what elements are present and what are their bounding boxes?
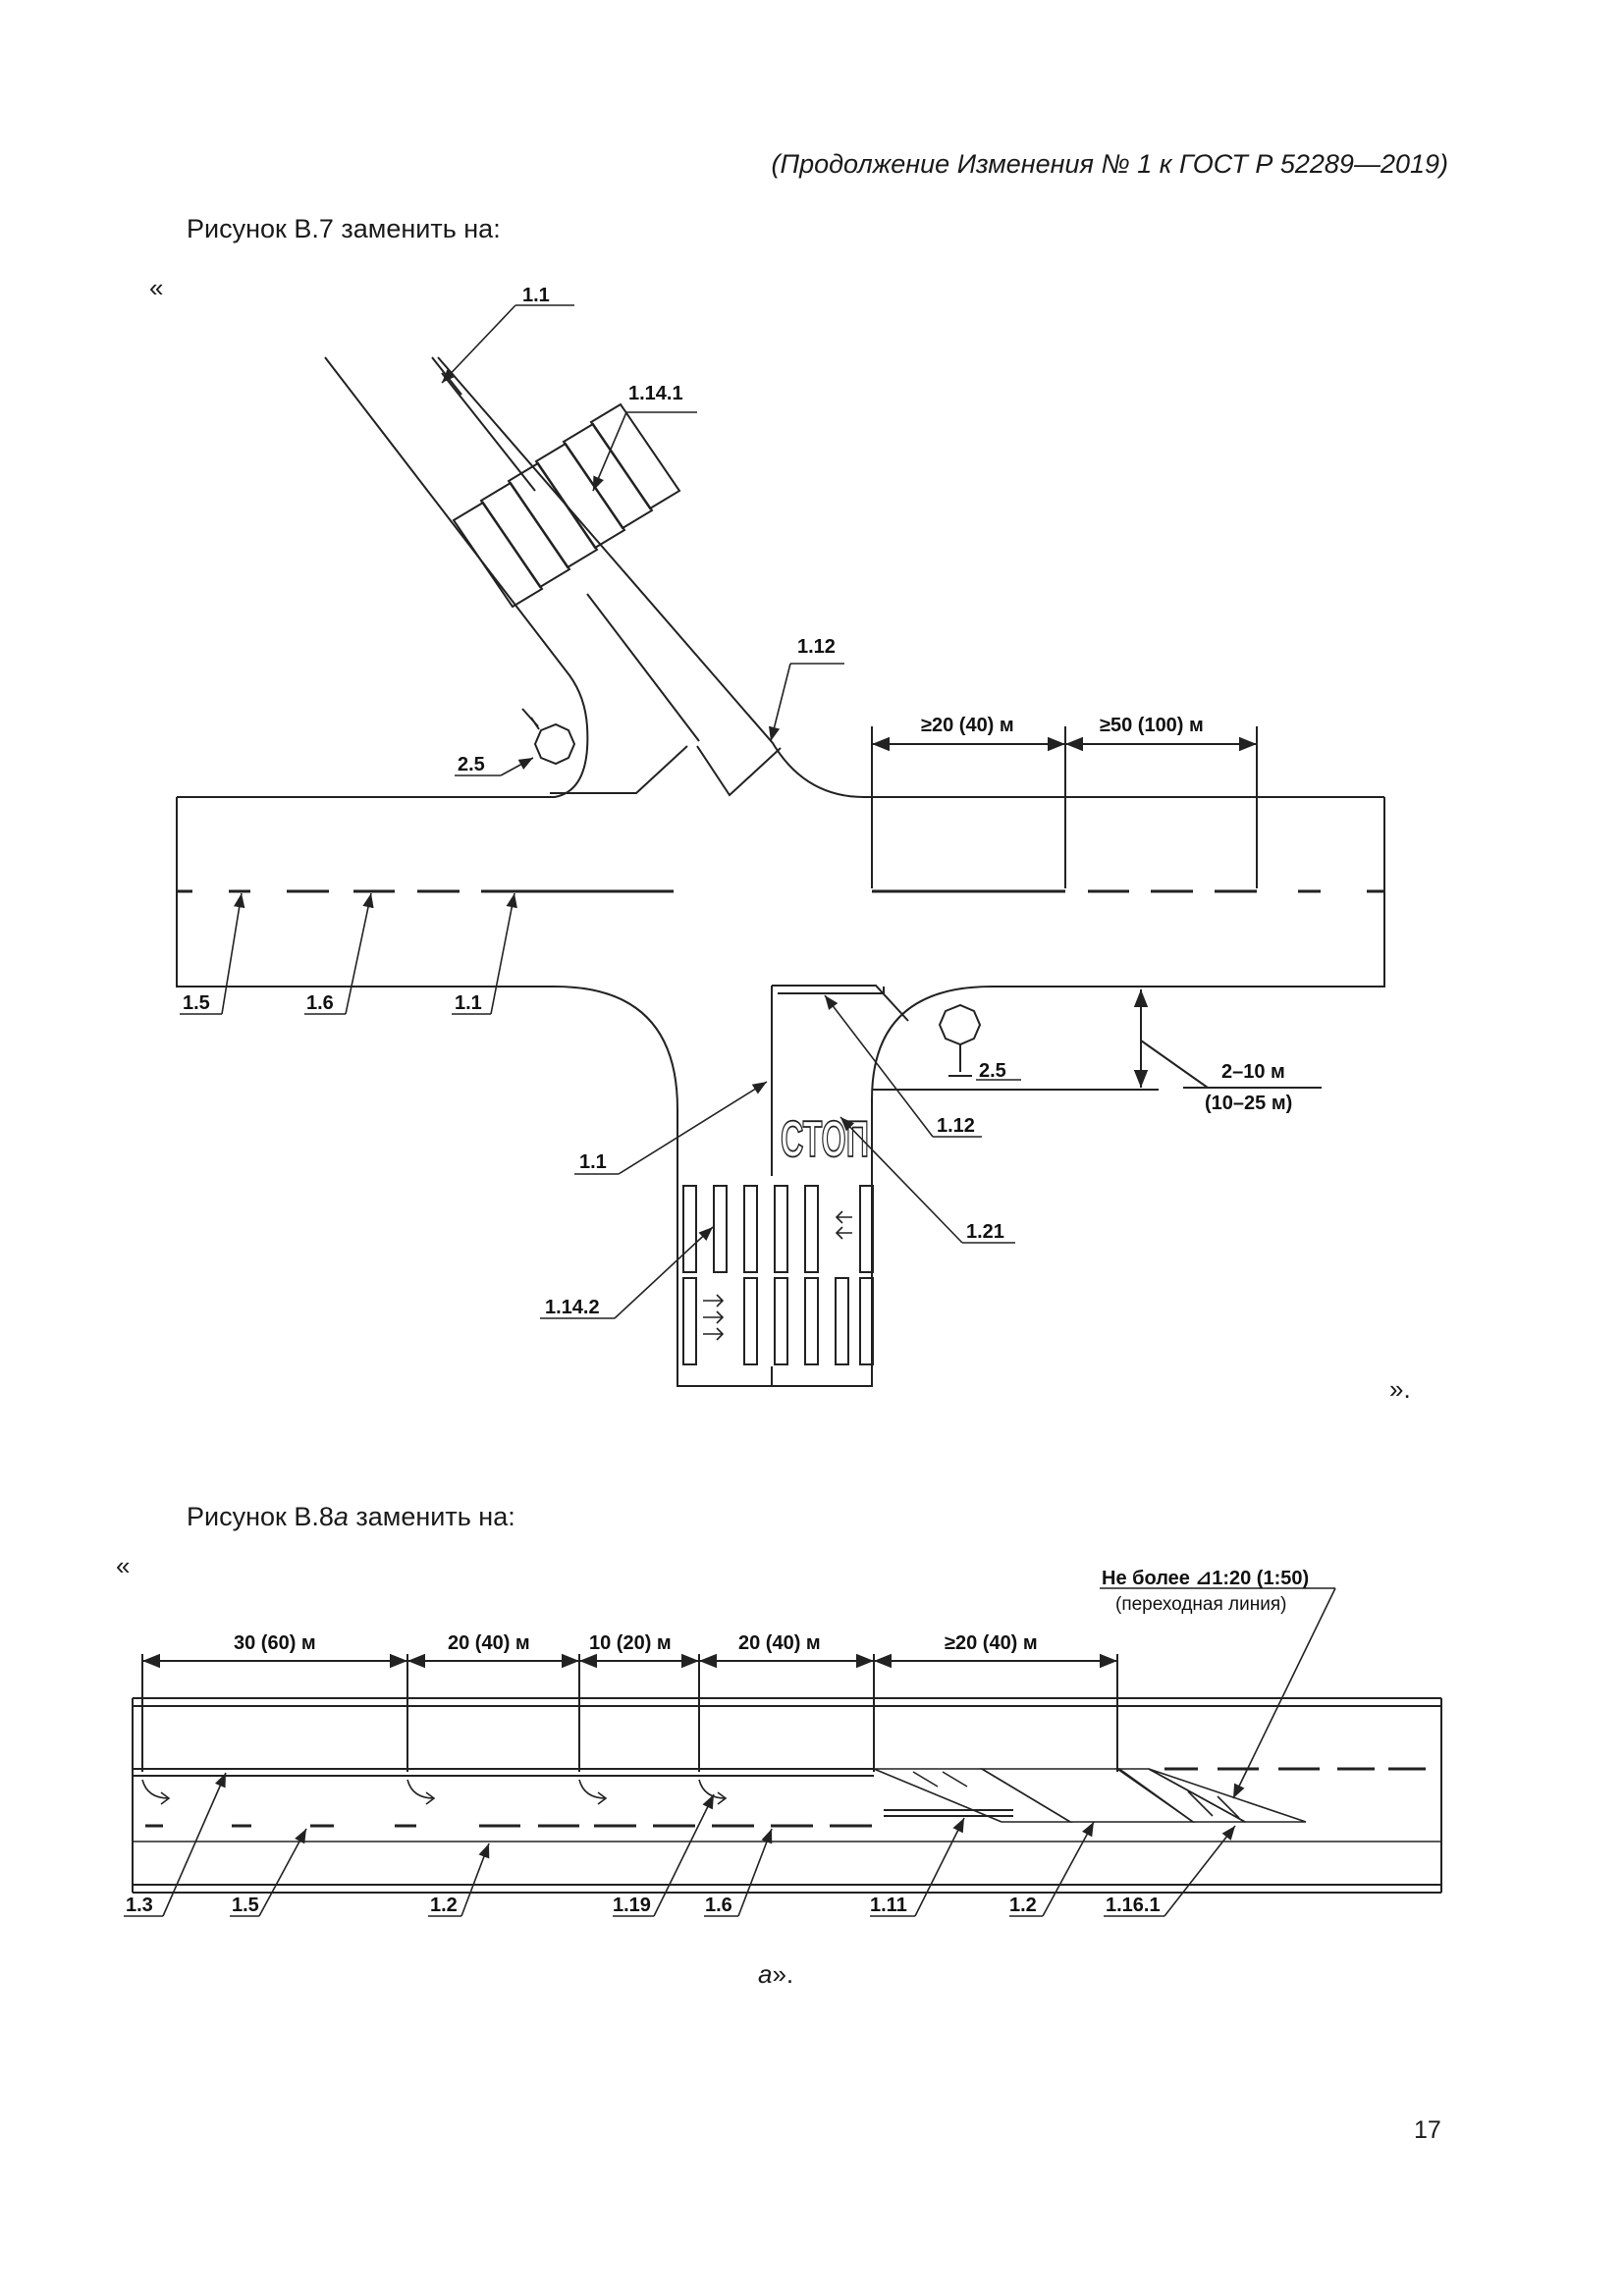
main-road-top-edge-right [437, 356, 1384, 798]
figure-b7-intersection-diagram: СТОП 1.1 1.14.1 1.12 2.5 ≥20 (40) м ≥50 … [176, 285, 1385, 1387]
label-1-3: 1.3 [126, 1895, 153, 1916]
label-1-1-mid: 1.1 [455, 992, 482, 1014]
zebra-1-14-1 [452, 402, 681, 609]
label-1-21: 1.21 [966, 1221, 1004, 1243]
label-2-5-right: 2.5 [979, 1060, 1006, 1082]
island-1-16-1 [873, 1768, 1307, 1823]
turn-arrows-1-19 [141, 1779, 728, 1805]
island-left [550, 745, 688, 794]
dimension-10-20: 10 (20) м [589, 1632, 672, 1654]
subcaption-suffix: ». [772, 1959, 794, 1989]
lane-dashes [145, 1767, 1426, 1828]
main-road-top-edge-left [177, 356, 589, 798]
label-1-12-low: 1.12 [937, 1115, 975, 1137]
label-1-5: 1.5 [183, 992, 210, 1014]
island-right [696, 745, 782, 797]
note-line-2: (переходная линия) [1115, 1594, 1286, 1615]
distance-2-10: 2–10 м [1221, 1061, 1285, 1083]
dimension-50-100: ≥50 (100) м [1100, 715, 1204, 736]
dimension-20-40-a: 20 (40) м [448, 1632, 530, 1654]
subcaption-italic: а [758, 1959, 773, 1989]
label-1-6: 1.6 [705, 1895, 732, 1916]
caption-suffix: заменить на: [348, 1502, 515, 1531]
zebra-arrows [703, 1210, 852, 1341]
dimension-30-60: 30 (60) м [234, 1632, 316, 1654]
label-2-5-left: 2.5 [458, 754, 485, 775]
label-1-14-1: 1.14.1 [628, 383, 683, 404]
label-1-12-top: 1.12 [797, 636, 836, 658]
distance-10-25: (10–25 м) [1205, 1093, 1292, 1114]
caption-prefix: Рисунок В.8 [187, 1502, 334, 1531]
stop-word-marking: СТОП [781, 1111, 869, 1168]
stop-sign-right [938, 1003, 982, 1077]
figure-b8a-subcaption: а». [758, 1959, 793, 1990]
label-1-14-2: 1.14.2 [545, 1297, 600, 1318]
label-1-1-top: 1.1 [522, 285, 550, 306]
figure-b8a-caption: Рисунок В.8а заменить на: [187, 1502, 515, 1532]
stop-sign-left [521, 708, 576, 766]
caption-italic: а [333, 1502, 349, 1531]
figure-b7-close-quote: ». [1389, 1374, 1411, 1404]
label-1-2-b: 1.2 [1009, 1895, 1037, 1916]
dimension-ge-20-40: ≥20 (40) м [945, 1632, 1038, 1654]
dimension-20-40-b: 20 (40) м [738, 1632, 821, 1654]
label-1-1-low: 1.1 [579, 1151, 607, 1173]
figure-b7-caption: Рисунок В.7 заменить на: [187, 214, 501, 243]
label-1-16-1: 1.16.1 [1106, 1895, 1161, 1916]
note-line-1: Не более ⊿1:20 (1:50) [1102, 1568, 1309, 1589]
figure-b8a-open-quote: « [116, 1551, 131, 1580]
figure-b7-open-quote: « [149, 273, 164, 302]
main-road-outline [176, 797, 1385, 1387]
dimension-20-40: ≥20 (40) м [921, 715, 1014, 736]
page-header: (Продолжение Изменения № 1 к ГОСТ Р 5228… [771, 149, 1448, 179]
label-1-19: 1.19 [613, 1895, 651, 1916]
label-1-6: 1.6 [306, 992, 334, 1014]
zebra-1-14-2 [682, 1185, 874, 1365]
label-1-2-a: 1.2 [430, 1895, 458, 1916]
label-1-11: 1.11 [870, 1895, 907, 1916]
page-number: 17 [1414, 2116, 1441, 2144]
figure-b8a-lane-diagram: Не более ⊿1:20 (1:50) (переходная линия)… [124, 1568, 1442, 1917]
label-1-5: 1.5 [232, 1895, 259, 1916]
